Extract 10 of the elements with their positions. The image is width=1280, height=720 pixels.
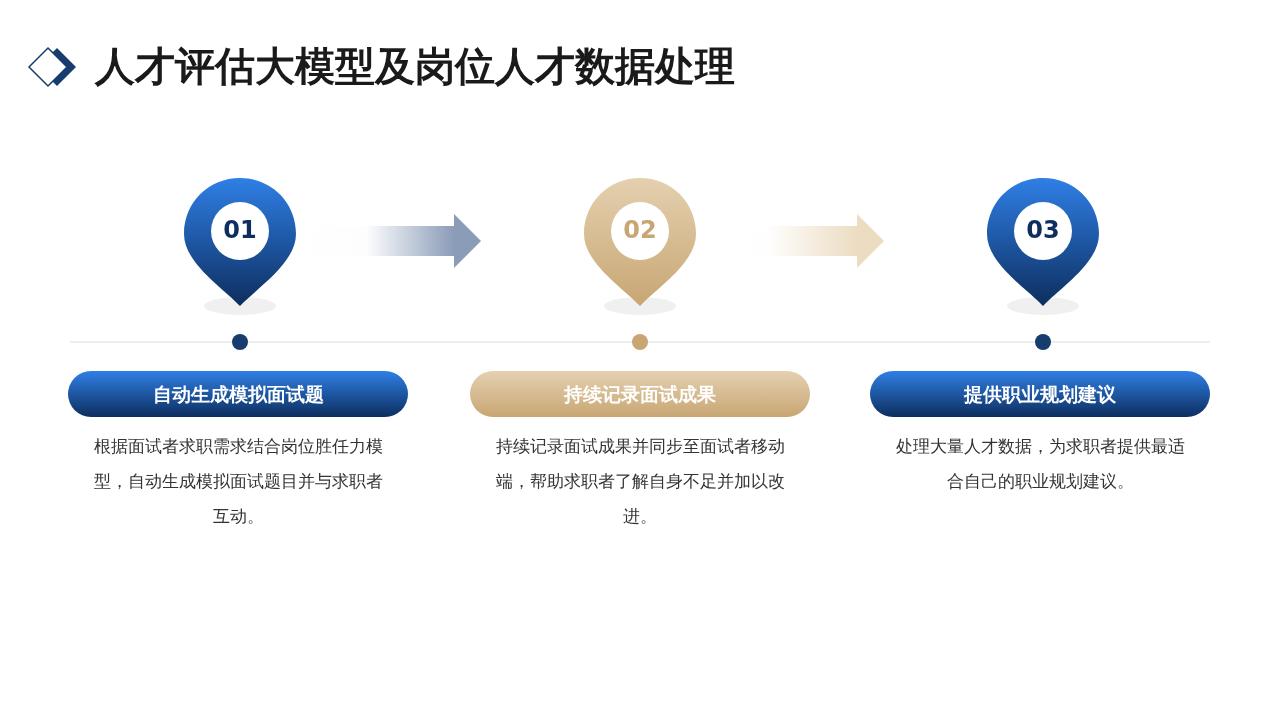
step-number: 03: [1025, 215, 1061, 246]
step-number: 02: [622, 215, 658, 246]
description: 持续记录面试成果并同步至面试者移动端，帮助求职者了解自身不足并加以改进。: [494, 435, 786, 528]
title: 人才评估大模型及岗位人才数据处理: [95, 42, 735, 91]
heading-pill: 持续记录面试成果: [470, 371, 810, 417]
description: 根据面试者求职需求结合岗位胜任力模型，自动生成模拟面试题目并与求职者互动。: [92, 435, 384, 528]
heading-pill: 提供职业规划建议: [870, 371, 1210, 417]
heading-pill: 自动生成模拟面试题: [68, 371, 408, 417]
description: 处理大量人才数据，为求职者提供最适合自己的职业规划建议。: [894, 435, 1186, 493]
step-number: 01: [222, 215, 258, 246]
